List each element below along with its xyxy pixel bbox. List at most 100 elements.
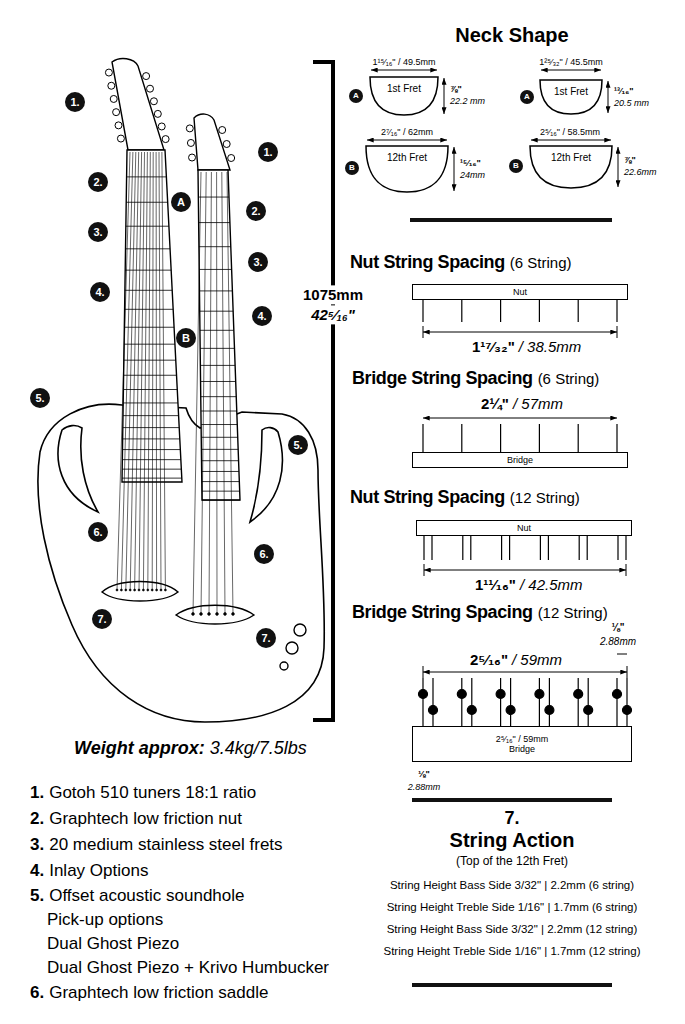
node-text: Nut: [513, 287, 527, 297]
tuner: [110, 95, 117, 102]
tuner: [117, 135, 124, 142]
string: [193, 172, 201, 614]
dimension-line: [617, 326, 618, 338]
dimension-label: ⅛": [418, 769, 430, 779]
string-mark: [587, 536, 588, 560]
dimension-label: 2.88mm: [408, 782, 441, 792]
fret: [124, 360, 176, 361]
list-number: 3.: [30, 835, 44, 855]
dimension-label: ⅞": [624, 155, 636, 165]
fret: [201, 424, 237, 425]
dimension-line: [423, 672, 627, 673]
string: [125, 589, 127, 591]
dimension-label: / 57mm: [513, 395, 563, 412]
node-text: 12th Fret: [387, 152, 427, 164]
string: [216, 613, 219, 616]
dimension-line: [371, 70, 437, 71]
action-spec: String Height Bass Side 3/32" | 2.2mm (6…: [390, 879, 634, 892]
string-mark: [500, 424, 501, 452]
string-mark: [623, 706, 632, 715]
length-label: 1075mm: [300, 285, 366, 304]
callout-number: 7.: [256, 628, 276, 648]
string: [116, 589, 118, 591]
fret: [199, 246, 231, 247]
string-bar: 2⁵⁄₁₆" / 59mmBridge: [412, 726, 632, 762]
string: [135, 152, 142, 590]
dimension-label: ¹⁵⁄₁₆": [460, 158, 481, 168]
fret: [127, 176, 167, 177]
string-mark: [461, 678, 462, 726]
neck-profile: 12th Fret: [530, 146, 612, 188]
dimension-label: 22.6mm: [624, 167, 657, 177]
string: [142, 589, 144, 591]
callout-number: 1.: [65, 92, 85, 112]
callout-number: A: [171, 192, 191, 212]
string-mark: [429, 706, 438, 715]
fret: [125, 309, 174, 310]
section-number: 7.: [504, 808, 519, 829]
string-mark: [588, 678, 589, 726]
list-number: 4.: [30, 861, 44, 881]
soundhole: [250, 428, 282, 522]
dimension-label: 1¹⁵⁄₁₆" / 49.5mm: [372, 57, 435, 67]
string: [139, 152, 145, 590]
dimension-line: [423, 666, 424, 678]
string: [222, 172, 225, 614]
fret: [201, 449, 238, 450]
fret: [124, 375, 177, 376]
string-mark: [422, 300, 423, 322]
dimension-line: [627, 666, 628, 678]
callout-letter: A: [520, 90, 534, 104]
dimension-label: 2⁵⁄₁₆": [470, 651, 508, 668]
divider-bar: [410, 218, 612, 222]
node-text: Bridge: [507, 455, 533, 465]
tuner: [143, 73, 150, 80]
callout-number: B: [176, 328, 196, 348]
dimension-line: [444, 78, 445, 114]
divider-bar: [412, 798, 612, 802]
spec-item: Pick-up options: [47, 910, 163, 930]
action-spec: String Height Treble Side 1/16" | 1.7mm …: [387, 901, 638, 914]
string-mark: [539, 300, 540, 322]
string-mark: [535, 690, 544, 699]
callout-number: 6.: [88, 522, 108, 542]
string-mark: [422, 424, 423, 452]
node-text: 12th Fret: [551, 152, 591, 164]
section-heading: String Action: [450, 829, 575, 852]
tuner: [113, 109, 120, 116]
callout-number: 1.: [258, 142, 278, 162]
spec-item: Graphtech low friction saddle: [49, 983, 268, 1003]
string-mark: [617, 536, 618, 560]
fret: [199, 269, 231, 270]
string-mark: [578, 300, 579, 322]
callout-number: 5.: [288, 435, 308, 455]
string: [200, 613, 203, 616]
bridge: [102, 582, 254, 625]
fret: [123, 415, 179, 416]
string-mark: [461, 300, 462, 322]
bridge: [176, 605, 254, 624]
tuner: [115, 122, 122, 129]
string: [151, 589, 153, 591]
dimension-label: ¹³⁄₁₆": [614, 86, 634, 96]
node-text: 1st Fret: [554, 86, 588, 98]
string: [162, 152, 166, 590]
node-text: 1st Fret: [387, 83, 421, 95]
tuner: [189, 154, 196, 161]
control-knob: [280, 662, 288, 670]
neck-profile-outline: [530, 146, 612, 188]
fret: [202, 491, 240, 492]
tuner: [187, 139, 194, 146]
string-mark: [462, 536, 463, 560]
callout-letter: B: [509, 159, 523, 173]
string: [232, 613, 235, 616]
section-heading: Neck Shape: [455, 24, 568, 47]
fret: [201, 381, 236, 382]
dimension-line: [367, 140, 447, 141]
dimension-line: [617, 654, 627, 655]
callout-number: 6.: [254, 544, 274, 564]
fret: [122, 459, 181, 460]
neck-profile: 1st Fret: [370, 77, 438, 115]
dimension-label: 2.88mm: [600, 636, 636, 648]
spec-item: Dual Ghost Piezo: [47, 934, 179, 954]
